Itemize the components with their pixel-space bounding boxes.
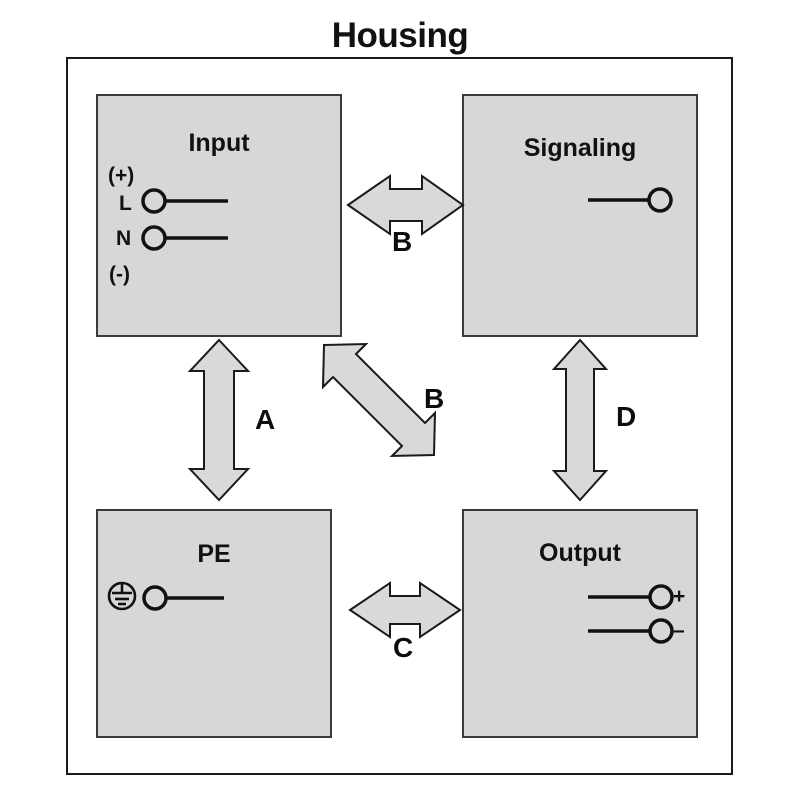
- input-neutral-terminal-label: N: [116, 227, 132, 250]
- page-title: Housing: [331, 16, 469, 55]
- block-pe-label: PE: [197, 540, 231, 568]
- arrow-label-b-diagonal: B: [424, 383, 445, 414]
- block-signaling[interactable]: Signaling: [462, 94, 698, 337]
- block-signaling-label: Signaling: [523, 134, 637, 162]
- output-negative-terminal-label: –: [673, 619, 685, 642]
- input-line-terminal-label: L: [119, 192, 132, 215]
- input-plus-polarity-label: (+): [108, 164, 135, 187]
- output-positive-terminal-label: +: [673, 585, 686, 608]
- arrow-label-d-right: D: [616, 401, 637, 432]
- arrow-label-c-bottom: C: [393, 632, 414, 663]
- block-output-label: Output: [539, 539, 621, 567]
- block-input[interactable]: Input: [96, 94, 342, 337]
- input-minus-polarity-label: (-): [109, 263, 130, 286]
- block-input-label: Input: [188, 129, 250, 157]
- arrow-label-a-left: A: [255, 404, 276, 435]
- block-output[interactable]: Output: [462, 509, 698, 738]
- block-pe[interactable]: PE: [96, 509, 332, 738]
- arrow-label-b-top: B: [392, 226, 413, 257]
